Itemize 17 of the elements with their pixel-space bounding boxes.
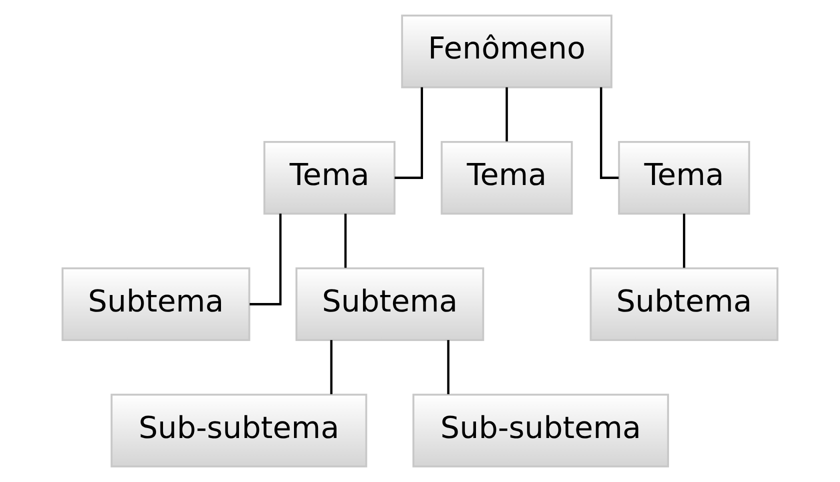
connector (344, 214, 347, 268)
node-box: Tema (440, 141, 573, 215)
connector (506, 87, 508, 142)
connector (600, 87, 619, 179)
connector (250, 214, 282, 306)
node-box: Sub-subtema (412, 394, 669, 468)
connector (394, 87, 424, 179)
node-box: Tema (263, 141, 396, 215)
node-box: Sub-subtema (110, 394, 368, 468)
node-box: Subtema (296, 267, 484, 341)
node-box: Subtema (62, 267, 250, 341)
connector (682, 214, 686, 268)
node-box: Subtema (590, 267, 778, 341)
node-box: Tema (618, 141, 750, 215)
connector (330, 340, 332, 394)
node-box: Fenômeno (401, 14, 612, 88)
connector (447, 340, 450, 394)
